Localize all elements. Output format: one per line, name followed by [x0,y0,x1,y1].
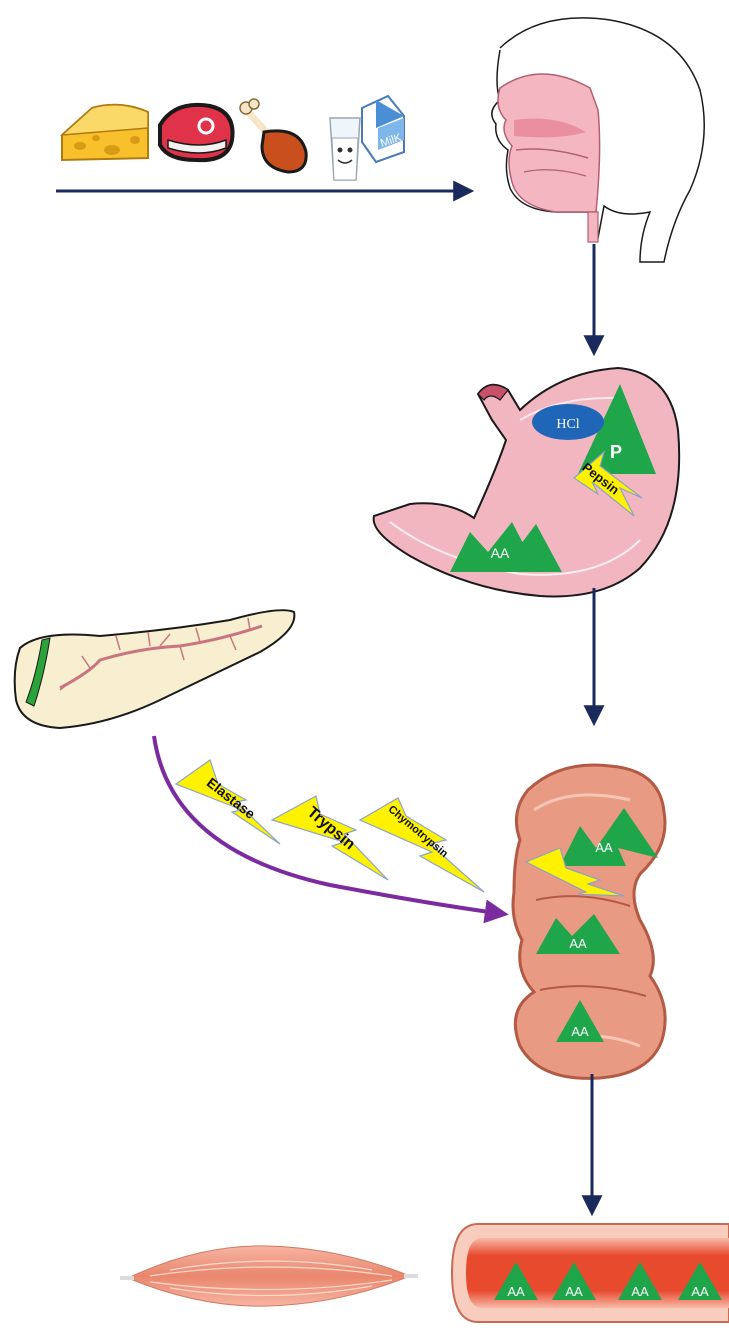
blood-vessel-icon [452,1224,729,1322]
blood-aa-label-3: AA [631,1284,649,1299]
muscle-icon [120,1246,418,1306]
stomach-aa-label: AA [491,545,510,561]
intestine-aa-label-bottom: AA [571,1024,589,1039]
cheese-icon [62,105,148,160]
chymotrypsin-bolt [360,798,484,892]
blood-aa-label-4: AA [691,1284,709,1299]
steak-icon [160,105,233,160]
intestine-aa-label-top: AA [595,840,613,855]
blood-aa-label-1: AA [507,1284,525,1299]
chicken-leg-icon [240,99,306,172]
pancreas-icon [15,610,295,728]
head-icon [492,18,704,262]
milk-icon: MilK [330,96,404,180]
hcl-label: HCl [556,417,579,432]
intestine-aa-label-middle: AA [569,936,587,951]
blood-aa-label-2: AA [565,1284,583,1299]
protein-label: P [610,442,622,462]
